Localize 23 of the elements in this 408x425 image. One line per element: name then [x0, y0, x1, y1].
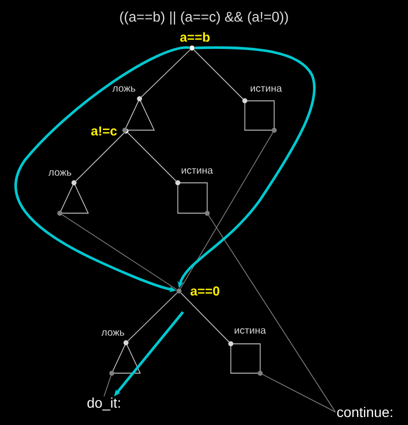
connector: [74, 132, 124, 184]
connector: [180, 292, 232, 344]
branch-label: ложь: [101, 330, 124, 336]
jump-label: do_it:: [87, 398, 120, 410]
connector: [260, 372, 336, 412]
branch-label: истина: [182, 168, 213, 174]
connector: [194, 50, 246, 102]
connector: [139, 49, 190, 100]
branch-label: истина: [234, 328, 266, 334]
connector: [104, 372, 112, 397]
title: ((a==b) || (a==c) && (a!=0)): [120, 11, 288, 25]
jump-label: continue:: [337, 406, 392, 418]
connector: [126, 292, 178, 344]
branch-label: истина: [250, 86, 282, 92]
condition-label: a==0: [190, 286, 220, 296]
connector: [206, 212, 336, 412]
connector: [128, 132, 178, 184]
condition-label: a!=c: [91, 126, 117, 136]
branch-label: ложь: [48, 170, 72, 176]
branch-label: ложь: [112, 86, 136, 92]
condition-label: a==b: [180, 32, 210, 42]
connector: [180, 130, 275, 290]
connector: [59, 212, 178, 290]
